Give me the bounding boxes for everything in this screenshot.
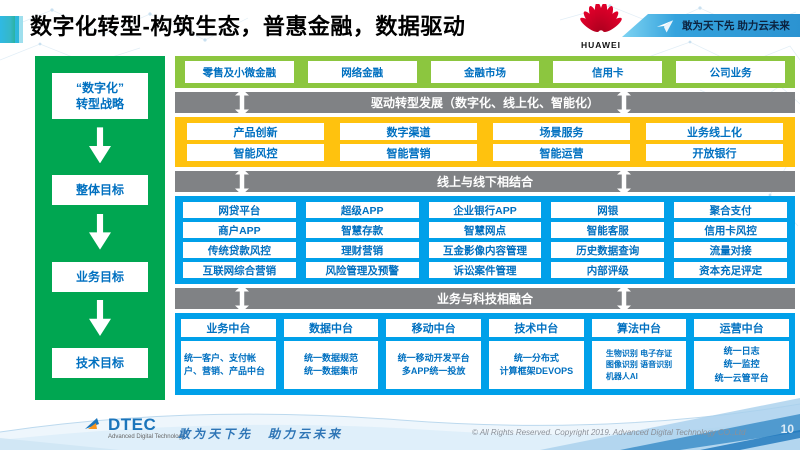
application-box: 企业银行APP (428, 202, 542, 218)
page-number: 10 (780, 422, 794, 436)
banner-tech-fusion: 业务与科技相融合 (175, 285, 795, 312)
adtec-arrow-icon (85, 418, 99, 429)
application-box: 商户APP (183, 222, 296, 238)
platform-column: 数据中台 统一数据规范 统一数据集市 (283, 319, 379, 389)
strategy-sidebar: “数字化” 转型战略 整体目标 业务目标 技术目标 (35, 56, 165, 400)
huawei-flower-icon (580, 2, 622, 33)
capability-box: 智能风控 (187, 144, 324, 161)
application-box: 智慧存款 (305, 222, 419, 238)
platform-detail: 统一数据规范 统一数据集市 (283, 341, 379, 389)
application-box: 超级APP (305, 202, 419, 218)
application-box: 流量对接 (674, 242, 787, 258)
double-arrow-icon (235, 89, 249, 116)
business-lines-row: 零售及小微金融网络金融金融市场信用卡公司业务 (175, 56, 795, 88)
platform-header: 移动中台 (386, 319, 481, 337)
sidebar-step-label: 技术目标 (52, 347, 148, 378)
double-arrow-icon (617, 89, 631, 116)
middle-platform-grid: 业务中台 统一客户、支付帐户、营销、产品中台 数据中台 统一数据规范 统一数据集… (175, 313, 795, 395)
double-arrow-icon (617, 285, 631, 312)
platform-column: 移动中台 统一移动开发平台 多APP统一投放 (386, 319, 481, 389)
business-line-box: 网络金融 (307, 61, 417, 83)
page-title: 数字化转型-构筑生态，普惠金融，数据驱动 (30, 14, 466, 39)
banner-drive-transformation: 驱动转型发展（数字化、线上化、智能化） (175, 89, 795, 116)
business-line-box: 公司业务 (676, 61, 785, 83)
platform-header: 算法中台 (591, 319, 687, 337)
capability-box: 智能运营 (493, 144, 630, 161)
capability-box: 产品创新 (187, 123, 324, 140)
copyright-text: © All Rights Reserved. Copyright 2019. A… (472, 428, 746, 437)
adtec-logo: DTEC Advanced Digital Technology (84, 416, 185, 440)
application-box: 网银 (551, 202, 665, 218)
application-box: 智能客服 (551, 222, 665, 238)
application-box: 诉讼案件管理 (428, 262, 542, 278)
footer-slogan: 敢为天下先 助力云未来 (178, 427, 344, 441)
platform-detail: 统一客户、支付帐户、营销、产品中台 (181, 341, 276, 389)
sidebar-step: 整体目标 (52, 127, 148, 206)
platform-column: 运营中台 统一日志 统一监控 统一云管平台 (694, 319, 789, 389)
down-arrow-icon (89, 299, 111, 336)
platform-column: 业务中台 统一客户、支付帐户、营销、产品中台 (181, 319, 276, 389)
platform-header: 技术中台 (488, 319, 584, 337)
application-box: 风险管理及预警 (305, 262, 419, 278)
platform-detail: 统一移动开发平台 多APP统一投放 (386, 341, 481, 389)
application-box: 信用卡风控 (674, 222, 787, 238)
header-slogan-banner: 敢为天下先 助力云未来 (622, 14, 800, 37)
platform-detail: 统一日志 统一监控 统一云管平台 (694, 341, 789, 389)
huawei-wordmark: HUAWEI (581, 40, 621, 50)
capability-box: 业务线上化 (646, 123, 783, 140)
application-box: 历史数据查询 (551, 242, 665, 258)
banner-online-offline-label: 线上与线下相结合 (436, 175, 533, 189)
capability-box: 开放银行 (646, 144, 783, 161)
platform-column: 算法中台 生物识别 电子存证 图像识别 语音识别 机器人AI (591, 319, 687, 389)
down-arrow-icon (89, 127, 111, 164)
application-box: 互联网综合营销 (183, 262, 296, 278)
sidebar-step: 技术目标 (52, 299, 148, 378)
adtec-subtitle: Advanced Digital Technology (108, 434, 185, 440)
application-box: 聚合支付 (674, 202, 787, 218)
double-arrow-icon (617, 168, 631, 195)
header-slogan-text: 敢为天下先 助力云未来 (682, 20, 790, 32)
platform-detail: 统一分布式 计算框架DEVOPS (488, 341, 584, 389)
application-box: 互金影像内容管理 (428, 242, 542, 258)
application-box: 资本充足评定 (674, 262, 787, 278)
platform-detail: 生物识别 电子存证 图像识别 语音识别 机器人AI (591, 341, 687, 389)
capability-box: 数字渠道 (340, 123, 477, 140)
capability-grid: 产品创新数字渠道场景服务业务线上化智能风控智能营销智能运营开放银行 (175, 117, 795, 167)
sidebar-step-label: 业务目标 (52, 261, 148, 292)
sidebar-step-label: “数字化” 转型战略 (52, 73, 148, 119)
banner-drive-label: 驱动转型发展（数字化、线上化、智能化） (370, 96, 599, 110)
application-box: 智慧网点 (428, 222, 542, 238)
sidebar-step: “数字化” 转型战略 (52, 73, 148, 119)
paper-plane-icon (656, 19, 674, 33)
application-box: 理财营销 (305, 242, 419, 258)
application-box: 内部评级 (551, 262, 665, 278)
business-line-box: 零售及小微金融 (185, 61, 294, 83)
business-line-box: 金融市场 (430, 61, 540, 83)
banner-online-offline: 线上与线下相结合 (175, 168, 795, 195)
application-grid: 网贷平台超级APP 企业银行APP 网银聚合支付商户APP 智慧存款智慧网点智能客服信… (175, 196, 795, 284)
sidebar-step-label: 整体目标 (52, 175, 148, 206)
business-line-box: 信用卡 (553, 61, 663, 83)
double-arrow-icon (235, 285, 249, 312)
capability-box: 场景服务 (493, 123, 630, 140)
diagram-main: 零售及小微金融网络金融金融市场信用卡公司业务 驱动转型发展（数字化、线上化、智能… (175, 56, 795, 395)
sidebar-step: 业务目标 (52, 213, 148, 292)
double-arrow-icon (235, 168, 249, 195)
capability-box: 智能营销 (340, 144, 477, 161)
huawei-logo: HUAWEI (575, 2, 627, 50)
adtec-wordmark: DTEC (108, 415, 157, 434)
platform-header: 运营中台 (694, 319, 789, 337)
application-box: 传统贷款风控 (183, 242, 296, 258)
platform-header: 业务中台 (181, 319, 276, 337)
banner-tech-fusion-label: 业务与科技相融合 (436, 292, 533, 306)
down-arrow-icon (89, 213, 111, 250)
platform-header: 数据中台 (283, 319, 379, 337)
platform-column: 技术中台 统一分布式 计算框架DEVOPS (488, 319, 584, 389)
application-box: 网贷平台 (183, 202, 296, 218)
title-accent-bar (0, 16, 23, 43)
